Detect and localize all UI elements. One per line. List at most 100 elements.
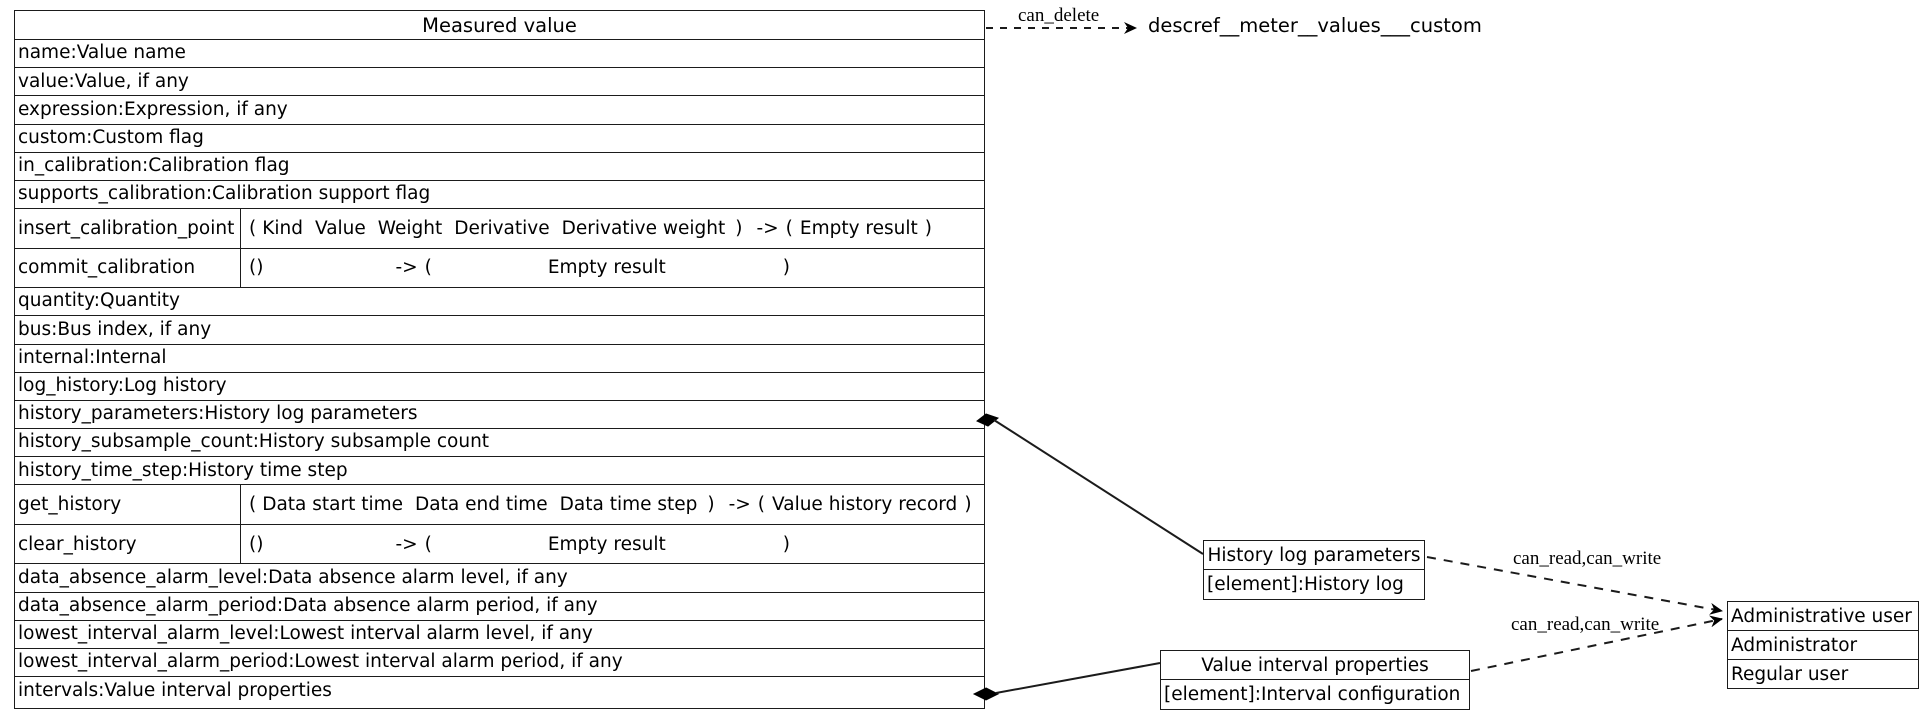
attribute-text: lowest_interval_alarm_period:Lowest inte…: [18, 651, 623, 673]
attribute-text: custom:Custom flag: [18, 126, 204, 148]
method-name: commit_calibration: [15, 248, 241, 288]
attribute-text: value:Value, if any: [18, 70, 189, 92]
method-signature: ( Kind Value Weight Derivative Derivativ…: [241, 209, 984, 248]
attribute-text: history_parameters:History log parameter…: [18, 403, 418, 425]
param: Data start time: [262, 494, 404, 516]
attribute-text: bus:Bus index, if any: [18, 318, 212, 340]
return-paren-open: (: [424, 533, 432, 555]
attribute-text: quantity:Quantity: [18, 290, 180, 312]
class-title: Value interval properties: [1161, 651, 1469, 680]
param: Value: [314, 217, 366, 239]
class-box-value-interval-properties[interactable]: Value interval properties [element]:Inte…: [1160, 650, 1470, 710]
method-returns: Value history record: [765, 494, 964, 515]
paren-close: ): [707, 494, 715, 516]
attribute-text: data_absence_alarm_period:Data absence a…: [18, 594, 598, 616]
paren-close: ): [735, 217, 743, 239]
edge-history-composition-line: [993, 419, 1204, 555]
class-attribute-row[interactable]: history_parameters:History log parameter…: [15, 401, 984, 430]
return-arrow: ->: [756, 217, 779, 239]
attribute-text: history_time_step:History time step: [18, 459, 348, 481]
class-method-row[interactable]: insert_calibration_point ( Kind Value We…: [15, 209, 984, 249]
class-title: History log parameters: [1204, 541, 1424, 570]
class-attribute-row[interactable]: value:Value, if any: [15, 68, 984, 97]
param: Weight: [377, 217, 443, 239]
class-attribute-row[interactable]: [element]:Interval configuration: [1164, 684, 1461, 705]
class-box-history-log-parameters[interactable]: History log parameters [element]:History…: [1203, 540, 1425, 600]
return-arrow: ->: [395, 533, 418, 555]
class-attribute-row[interactable]: intervals:Value interval properties: [15, 677, 984, 705]
method-params: Data start time Data end time Data time …: [256, 494, 703, 515]
return-paren-close: ): [782, 533, 790, 555]
attribute-text: in_calibration:Calibration flag: [18, 155, 290, 177]
attribute-text: name:Value name: [18, 42, 186, 64]
class-attribute-row[interactable]: Regular user: [1731, 664, 1849, 685]
return-arrow: ->: [728, 494, 751, 516]
return-arrow: ->: [395, 257, 418, 279]
return-paren-open: (: [785, 217, 793, 239]
class-title: Measured value: [15, 11, 984, 40]
method-name: insert_calibration_point: [15, 209, 241, 248]
class-attribute-row[interactable]: lowest_interval_alarm_level:Lowest inter…: [15, 621, 984, 649]
class-attribute-row[interactable]: custom:Custom flag: [15, 125, 984, 153]
class-attribute-row[interactable]: quantity:Quantity: [15, 288, 984, 317]
class-attribute-row[interactable]: internal:Internal: [15, 345, 984, 373]
edge-label-can-delete: can_delete: [1018, 5, 1100, 26]
method-signature: ( ) -> ( Empty result ): [241, 249, 984, 288]
return-paren-close: ): [964, 494, 972, 516]
attribute-text: intervals:Value interval properties: [18, 680, 332, 702]
edge-label-history-permissions: can_read,can_write: [1513, 548, 1662, 569]
class-attribute-row[interactable]: expression:Expression, if any: [15, 96, 984, 125]
class-method-row[interactable]: clear_history ( ) -> ( Empty result ): [15, 524, 984, 565]
param: Data end time: [415, 494, 548, 516]
attribute-text: history_subsample_count:History subsampl…: [18, 431, 490, 453]
method-returns: Empty result: [432, 534, 673, 555]
paren-close: ): [256, 257, 264, 279]
attribute-text: log_history:Log history: [18, 375, 227, 397]
class-attribute-row[interactable]: history_subsample_count:History subsampl…: [15, 429, 984, 458]
class-attribute-row[interactable]: data_absence_alarm_period:Data absence a…: [15, 593, 984, 621]
attribute-text: lowest_interval_alarm_level:Lowest inter…: [18, 623, 593, 645]
class-attribute-row[interactable]: in_calibration:Calibration flag: [15, 153, 984, 181]
return-paren-open: (: [757, 494, 766, 516]
method-returns: Empty result: [793, 218, 925, 239]
return-paren-close: ): [782, 257, 790, 279]
class-attribute-row[interactable]: data_absence_alarm_level:Data absence al…: [15, 564, 984, 593]
class-attribute-row[interactable]: supports_calibration:Calibration support…: [15, 181, 984, 210]
node-label-descref: descref__meter__values___custom: [1148, 14, 1482, 37]
class-method-row[interactable]: commit_calibration ( ) -> ( Empty result…: [15, 248, 984, 289]
class-attribute-row[interactable]: name:Value name: [15, 40, 984, 69]
method-params: Kind Value Weight Derivative Derivative …: [256, 218, 731, 239]
class-attribute-row[interactable]: bus:Bus index, if any: [15, 316, 984, 345]
paren-open: (: [249, 494, 257, 516]
class-method-row[interactable]: get_history ( Data start time Data end t…: [15, 485, 984, 525]
param: Derivative: [454, 217, 550, 239]
param: Data time step: [559, 494, 698, 516]
attribute-text: data_absence_alarm_level:Data absence al…: [18, 566, 568, 588]
class-title: Administrative user: [1728, 602, 1918, 631]
class-attribute-row[interactable]: [element]:History log: [1207, 574, 1404, 595]
paren-open: (: [249, 217, 257, 239]
class-attribute-row[interactable]: history_time_step:History time step: [15, 457, 984, 486]
attribute-text: supports_calibration:Calibration support…: [18, 183, 431, 205]
class-attribute-row[interactable]: log_history:Log history: [15, 373, 984, 401]
return-paren-open: (: [424, 257, 432, 279]
paren-open: (: [249, 533, 257, 555]
class-attribute-row[interactable]: lowest_interval_alarm_period:Lowest inte…: [15, 649, 984, 678]
edge-label-interval-permissions: can_read,can_write: [1511, 614, 1660, 635]
class-box-measured-value[interactable]: Measured value name:Value name value:Val…: [14, 10, 985, 709]
method-signature: ( ) -> ( Empty result ): [241, 525, 984, 564]
paren-open: (: [249, 257, 257, 279]
return-value: Empty result: [547, 533, 666, 555]
method-signature: ( Data start time Data end time Data tim…: [241, 485, 984, 524]
param: Derivative weight: [561, 217, 726, 239]
edge-intervals-composition-line: [995, 662, 1161, 694]
class-attribute-row[interactable]: Administrator: [1728, 631, 1918, 660]
return-value: Empty result: [547, 257, 666, 279]
method-name: clear_history: [15, 524, 241, 564]
return-value: Empty result: [799, 217, 918, 239]
method-name: get_history: [15, 485, 241, 524]
class-box-administrative-user[interactable]: Administrative user Administrator Regula…: [1727, 601, 1919, 689]
method-returns: Empty result: [432, 257, 673, 278]
attribute-text: expression:Expression, if any: [18, 98, 288, 120]
